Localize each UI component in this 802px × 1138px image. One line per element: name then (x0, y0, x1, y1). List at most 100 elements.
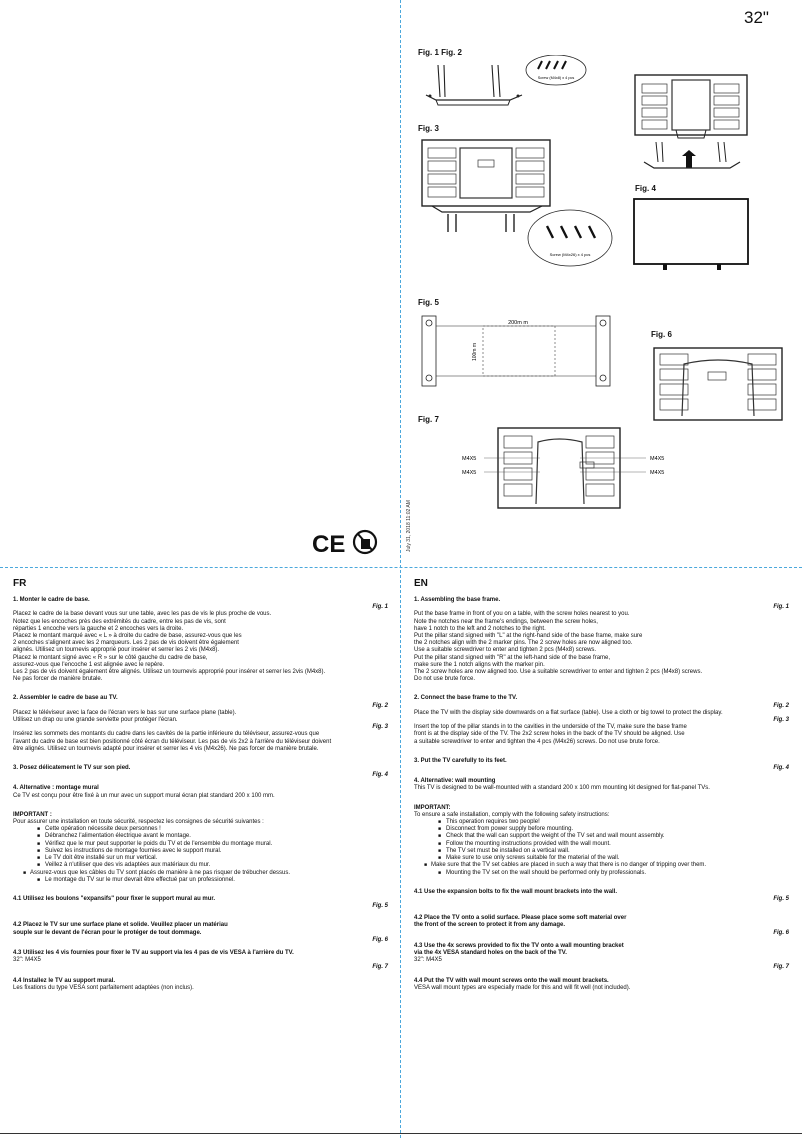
fr-bullet: Le TV doit être installé sur un mur vert… (37, 855, 388, 862)
fr-bullet-cables: Assurez-vous que les câbles du TV sont p… (23, 870, 388, 877)
fig2-tv-back-drawing (634, 74, 748, 169)
en-s2b-line: front is at the display side of the TV. … (414, 731, 685, 738)
fr-s2b-line: l'avant du cadre de base est bien positi… (13, 738, 332, 745)
fr-s2b-line: être alignés. Utilisez un tournevis adap… (13, 745, 319, 752)
en-section-2-title: 2. Connect the base frame to the TV. (414, 695, 518, 702)
fr-fig6-ref: Fig. 6 (372, 936, 388, 943)
en-s1-line: Put the pillar stand signed with "L" at … (414, 633, 643, 640)
ce-weee-logos: CE (312, 529, 378, 558)
en-safety-intro: To ensure a safe installation, comply wi… (414, 811, 610, 818)
en-fig1-ref: Fig. 1 (773, 604, 789, 611)
fr-s42b: souple sur le devant de l'écran pour le … (13, 929, 202, 936)
vertical-fold-line (400, 0, 401, 1138)
en-s1-line: the 2 notches align with the 2 marker pi… (414, 640, 633, 647)
fr-important: IMPORTANT : (13, 811, 52, 818)
m4x5-label-br: M4X5 (650, 470, 664, 476)
fr-section-1-title: 1. Monter le cadre de base. (13, 597, 90, 603)
en-fig6-ref: Fig. 6 (773, 929, 789, 936)
fig5-vesa-diagram: 200m m 100m m (421, 315, 611, 387)
fr-s1-line: Placez le montant marqué avec « L » à dr… (13, 633, 242, 640)
en-section-1-title: 1. Assembling the base frame. (414, 597, 501, 603)
fr-section-4-title: 4. Alternative : montage mural (13, 785, 99, 792)
fr-s43-spec: 32": M4X5 (13, 957, 41, 964)
en-section-3-title: 3. Put the TV carefully to its feet. (414, 757, 507, 764)
en-heading: EN (414, 578, 428, 589)
fr-fig7-ref: Fig. 7 (372, 964, 388, 971)
fr-column: FR 1. Monter le cadre de base. Fig. 1 Pl… (13, 578, 388, 992)
fr-bullet: Cette opération nécessite deux personnes… (37, 826, 388, 833)
en-s43b: via the 4x VESA standard holes on the ba… (414, 949, 567, 956)
bottom-rule (0, 1133, 802, 1134)
en-bullet: The TV set must be installed on a vertic… (438, 848, 789, 855)
fr-bullet: Vérifiez que le mur peut supporter le po… (37, 841, 388, 848)
en-s43-spec: 32": M4X5 (414, 957, 442, 964)
fr-s1-line: 2 encoches s'alignent avec les 2 marqueu… (13, 640, 239, 647)
en-s1-line: make sure the 1 notch aligns with the ma… (414, 661, 545, 668)
en-s1-line: Put the base frame in front of you on a … (414, 611, 630, 618)
fr-section-3-title: 3. Posez délicatement le TV sur son pied… (13, 765, 131, 772)
fr-bullet: Veillez à n'utiliser que des vis adaptée… (37, 862, 388, 869)
fr-heading: FR (13, 578, 27, 589)
en-s2b-line: Insert the top of the pillar stands in t… (414, 724, 687, 731)
en-s1-line: The 2 screw holes are now aligned too. U… (414, 669, 703, 676)
fr-s42a: 4.2 Placez le TV sur une surface plane e… (13, 922, 228, 929)
fig3-label: Fig. 3 (418, 124, 439, 133)
fig4-tv-front-drawing (633, 198, 749, 270)
fr-bullet: Débranchez l'alimentation électrique ava… (37, 833, 388, 840)
fr-s1-line: alignés. Utilisez un tournevis approprié… (13, 647, 220, 654)
en-s1-line: Note the notches near the frame's ending… (414, 618, 598, 625)
fig5-label: Fig. 5 (418, 298, 439, 307)
svg-text:CE: CE (312, 531, 345, 558)
fr-s2-line: Utilisez un drap ou une grande serviette… (13, 717, 178, 724)
en-bullet: Make sure to use only screws suitable fo… (438, 855, 789, 862)
en-fig4-ref: Fig. 4 (773, 765, 789, 772)
en-important: IMPORTANT: (414, 804, 451, 811)
fr-fig1-ref: Fig. 1 (372, 604, 388, 611)
en-fig2-ref: Fig. 2 (773, 702, 789, 709)
en-s1-line: Do not use brute force. (414, 676, 476, 683)
screw-m4x8-label: Screw (M4x8) x 4 pcs (538, 76, 575, 80)
en-s2b-line: a suitable screwdriver to enter and tigh… (414, 738, 660, 745)
date-stamp: July 31, 2018 11:02 AM (406, 500, 412, 552)
fr-s2-line: Placez le téléviseur avec la face de l'é… (13, 709, 237, 716)
fig1-label: Fig. 1 Fig. 2 (418, 48, 463, 57)
en-s44-line: VESA wall mount types are especially mad… (414, 984, 631, 991)
fr-bullet-pro: Le montage du TV sur le mur devrait être… (37, 877, 388, 884)
fr-s1-line: Placez le montant signé avec « R » sur l… (13, 654, 208, 661)
dim-100-label: 100m m (472, 343, 478, 361)
fr-fig5-ref: Fig. 5 (372, 903, 388, 910)
fig7-label: Fig. 7 (418, 415, 439, 424)
en-fig3-ref: Fig. 3 (773, 717, 789, 724)
en-bullet: Check that the wall can support the weig… (438, 833, 789, 840)
en-s43a: 4.3 Use the 4x screws provided to fix th… (414, 942, 624, 949)
fig6-label: Fig. 6 (651, 330, 672, 339)
en-section-4-title: 4. Alternative: wall mounting (414, 778, 496, 785)
en-bullet-cables: Make sure that the TV set cables are pla… (424, 862, 789, 869)
dim-200-label: 200m m (508, 320, 528, 326)
fig4-label: Fig. 4 (635, 184, 656, 193)
en-s1-line: have 1 notch to the left and 2 notches t… (414, 625, 546, 632)
fig1-base-frame-drawing: Screw (M4x8) x 4 pcs (425, 55, 587, 106)
fr-fig2-ref: Fig. 2 (372, 702, 388, 709)
fr-bullet: Suivez les instructions de montage fourn… (37, 848, 388, 855)
en-fig7-ref: Fig. 7 (773, 964, 789, 971)
fr-s1-line: Placez le cadre de la base devant vous s… (13, 611, 272, 618)
fr-s44-line: Les fixations du type VESA sont parfaite… (13, 984, 194, 991)
m4x5-label-bl: M4X5 (462, 470, 476, 476)
fr-s43: 4.3 Utilisez les 4 vis fournies pour fix… (13, 949, 294, 956)
en-s44: 4.4 Put the TV with wall mount screws on… (414, 977, 609, 984)
m4x5-label-tr: M4X5 (650, 456, 664, 462)
en-s42b: the front of the screen to protect it fr… (414, 922, 566, 929)
en-s42a: 4.2 Place the TV onto a solid surface. P… (414, 915, 627, 922)
en-bullet: Disconnect from power supply before moun… (438, 826, 789, 833)
fr-s1-line: assurez-vous que l'encoche 1 est alignée… (13, 661, 165, 668)
en-column: EN 1. Assembling the base frame. Fig. 1 … (414, 578, 789, 992)
en-s1-line: Use a suitable screwdriver to enter and … (414, 647, 597, 654)
fig6-tv-back-drawing (653, 347, 783, 421)
en-fig5-ref: Fig. 5 (773, 895, 789, 902)
fr-s2b-line: Insérez les sommets des montants du cadr… (13, 731, 320, 738)
fr-s44: 4.4 Installez le TV au support mural. (13, 977, 116, 984)
screen-size-label: 32" (744, 8, 769, 27)
m4x5-label-tl: M4X5 (462, 456, 476, 462)
fr-s1-line: Les 2 pas de vis doivent également être … (13, 669, 326, 676)
